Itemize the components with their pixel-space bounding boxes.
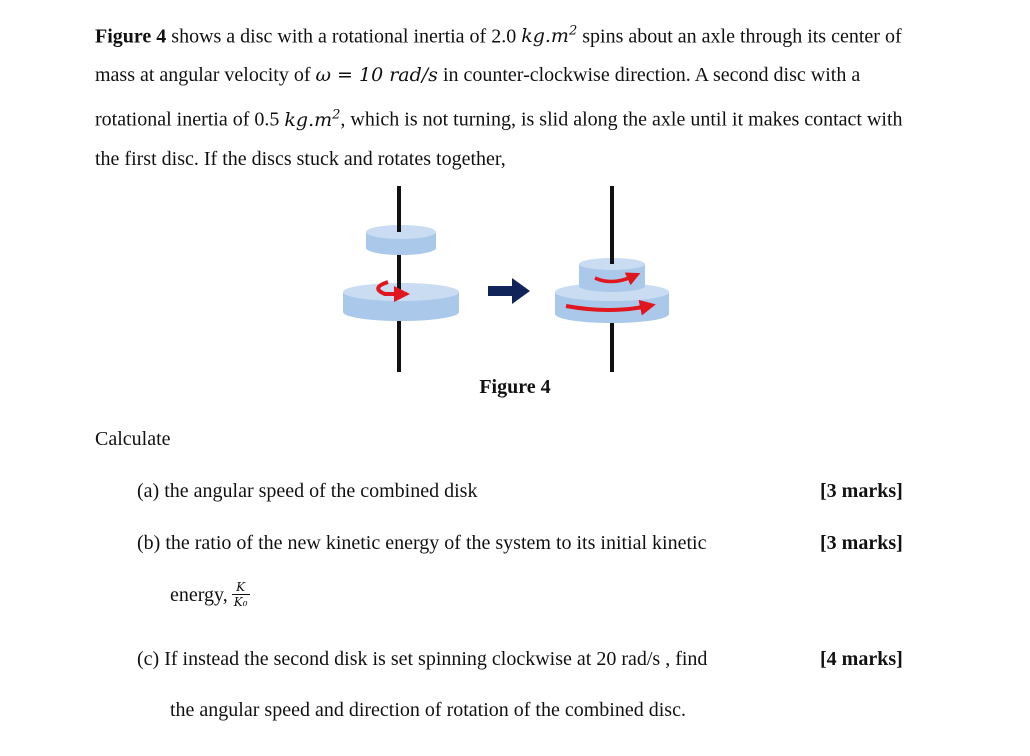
calculate-label: Calculate [95,428,171,450]
statement-text-4: , which is not turning, is slid along th… [95,108,903,170]
right-disc-assembly [555,186,669,372]
question-b: (b) the ratio of the new kinetic energy … [137,532,707,554]
marks-a: [3 marks] [820,480,903,502]
marks-c: [4 marks] [820,648,903,670]
marks-b: [3 marks] [820,532,903,554]
figure-caption: Figure 4 [479,376,551,398]
bottom-rotation-arrow [565,299,656,316]
ccw-rotation-arrow [376,280,410,302]
problem-statement: Figure 4 shows a disc with a rotational … [95,12,925,179]
question-c-continuation: the angular speed and direction of rotat… [170,699,686,721]
top-rotation-arrow [594,272,641,286]
statement-text-2: spins about an axle through its center o… [95,25,902,87]
statement-text-1: shows a disc with a rotational inertia o… [166,25,522,48]
figure-reference: Figure 4 [95,25,167,48]
omega-equation: ω = 10 rad/s [315,64,438,87]
left-disc-assembly [343,186,459,372]
transition-arrow [488,278,530,304]
question-a: (a) the angular speed of the combined di… [137,480,478,502]
statement-text-3: in counter-clockwise direction. A second… [95,64,861,131]
unit-kgm2-2: kg.m2 [284,107,341,131]
question-c: (c) If instead the second disk is set sp… [137,648,708,670]
unit-kgm2-1: kg.m2 [521,24,578,48]
figure-4-diagram [343,186,669,372]
